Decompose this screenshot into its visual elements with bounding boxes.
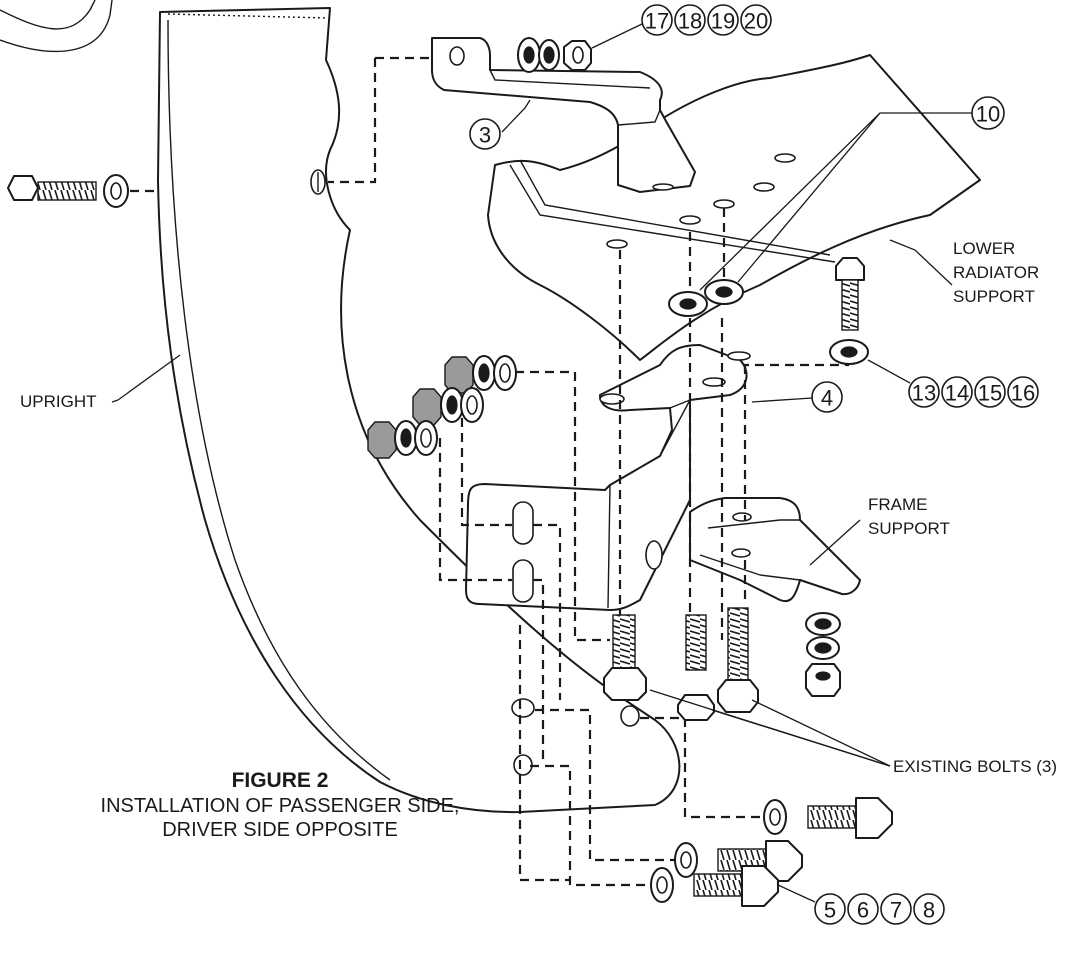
callout-10: 10 <box>971 96 1005 130</box>
figure-title: FIGURE 2 <box>232 769 329 792</box>
leader-lines <box>111 23 972 903</box>
label-frame-support-2: SUPPORT <box>868 519 950 538</box>
vertical-bolt-13 <box>829 257 869 365</box>
upright-side-bolt <box>7 174 129 208</box>
svg-text:7: 7 <box>890 898 902 923</box>
svg-text:20: 20 <box>744 9 768 34</box>
label-frame-support-1: FRAME <box>868 495 928 514</box>
bumper-fragment <box>0 0 113 53</box>
svg-text:5: 5 <box>824 898 836 923</box>
bracket-3 <box>431 37 696 193</box>
svg-text:17: 17 <box>645 9 669 34</box>
svg-text:15: 15 <box>978 381 1002 406</box>
callout-4: 4 <box>811 381 843 413</box>
label-lower-radiator-2: RADIATOR <box>953 263 1039 282</box>
svg-text:10: 10 <box>976 102 1000 127</box>
callout-5-8: 5 6 7 8 <box>814 893 945 925</box>
lower-bolts-5 <box>650 797 893 907</box>
svg-text:13: 13 <box>912 381 936 406</box>
label-existing-bolts: EXISTING BOLTS (3) <box>893 757 1057 776</box>
frame-support-hardware <box>805 612 841 697</box>
svg-text:14: 14 <box>945 381 969 406</box>
callout-3: 3 <box>469 118 501 150</box>
svg-text:4: 4 <box>821 386 833 411</box>
existing-bolts <box>603 607 759 721</box>
upright-panel <box>157 7 681 814</box>
svg-text:19: 19 <box>711 9 735 34</box>
lower-radiator-support <box>487 54 981 361</box>
label-lower-radiator-1: LOWER <box>953 239 1015 258</box>
svg-text:8: 8 <box>923 898 935 923</box>
svg-text:3: 3 <box>479 123 491 148</box>
callout-17-20: 17 18 19 20 <box>641 4 772 36</box>
figure-caption-line2: DRIVER SIDE OPPOSITE <box>162 819 398 841</box>
bracket-4 <box>465 344 751 611</box>
frame-support <box>689 497 861 603</box>
callout-13-16: 13 14 15 16 <box>908 376 1039 408</box>
label-upright: UPRIGHT <box>20 392 97 411</box>
washers-10 <box>668 279 744 317</box>
label-lower-radiator-3: SUPPORT <box>953 287 1035 306</box>
figure-caption-line1: INSTALLATION OF PASSENGER SIDE, <box>101 795 460 817</box>
top-hardware-stack <box>517 37 592 73</box>
svg-text:18: 18 <box>678 9 702 34</box>
svg-text:6: 6 <box>857 898 869 923</box>
svg-text:16: 16 <box>1011 381 1035 406</box>
left-hardware-stacks <box>367 355 517 459</box>
